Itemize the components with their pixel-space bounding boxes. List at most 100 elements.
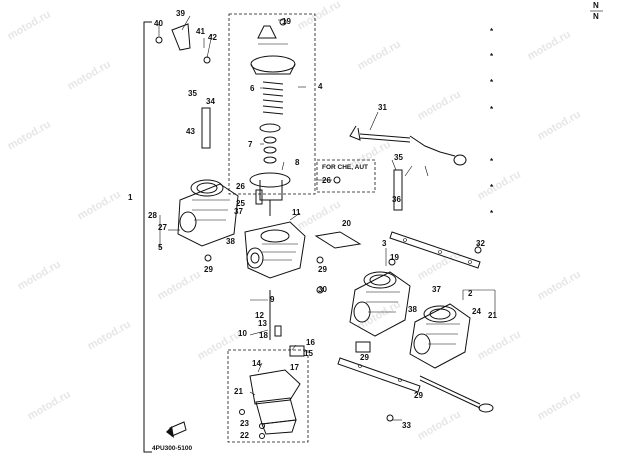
watermark-text: motod.ru [76, 188, 123, 222]
svg-text:*: * [490, 157, 494, 166]
watermark-text: motod.ru [536, 268, 583, 302]
part-label-25: 25 [236, 199, 245, 208]
part-label-20: 20 [342, 219, 351, 228]
watermark-text: motod.ru [356, 38, 403, 72]
watermark-text: motod.ru [26, 388, 73, 422]
part-label-43: 43 [186, 127, 195, 136]
part-label-32: 32 [476, 239, 485, 248]
part-label-34: 34 [206, 97, 215, 106]
part-label-1: 1 [128, 193, 133, 202]
front-arrow-icon [166, 421, 187, 438]
watermark-text: motod.ru [476, 328, 523, 362]
watermark-text: motod.ru [536, 108, 583, 142]
part-label-42: 42 [208, 33, 217, 42]
linkage-rod-31 [349, 125, 467, 166]
stay-plate-upper [389, 231, 481, 269]
part-label-8: 8 [295, 158, 300, 167]
part-label-37: 37 [234, 207, 243, 216]
part-label-21: 21 [234, 387, 243, 396]
part-label-31: 31 [378, 103, 387, 112]
part-label-24: 24 [472, 307, 481, 316]
part-label-36: 36 [392, 195, 401, 204]
fasteners [155, 18, 482, 439]
part-label-11: 11 [292, 208, 301, 217]
part-label-9: 9 [270, 295, 275, 304]
svg-text:*: * [490, 78, 494, 87]
svg-text:*: * [490, 105, 494, 114]
watermark-text: motod.ru [296, 198, 343, 232]
carburetor-body-left [177, 179, 239, 247]
part-label-29: 29 [204, 265, 213, 274]
part-label-29-3: 29 [360, 353, 369, 362]
part-label-29-2: 29 [318, 265, 327, 274]
part-label-7: 7 [248, 140, 253, 149]
part-label-10: 10 [238, 329, 247, 338]
watermark-text: motod.ru [526, 28, 573, 62]
part-label-26: 26 [236, 182, 245, 191]
part-label-21-2: 21 [488, 311, 497, 320]
corner-letter-2: N [593, 12, 599, 21]
part-label-18: 18 [259, 331, 268, 340]
part-label-16: 16 [306, 338, 315, 347]
watermark-text: motod.ru [296, 0, 343, 33]
part-label-41: 41 [196, 27, 205, 36]
watermark-text: motod.ru [66, 58, 113, 92]
watermark-text: motod.ru [16, 258, 63, 292]
part-label-40: 40 [154, 19, 163, 28]
throttle-cable [419, 375, 494, 413]
assembly-bracket-1 [143, 21, 152, 453]
part-label-28: 28 [148, 211, 157, 220]
part-label-22: 22 [240, 431, 249, 440]
svg-text:*: * [490, 27, 494, 36]
part-label-14: 14 [252, 359, 261, 368]
part-label-23: 23 [240, 419, 249, 428]
part-label-12: 12 [255, 311, 264, 320]
dashed-box-4 [228, 13, 316, 195]
svg-text:*: * [490, 209, 494, 218]
float-chamber [249, 369, 301, 435]
part-label-39: 39 [176, 9, 185, 18]
part-label-35: 35 [188, 89, 197, 98]
watermark-text: motod.ru [196, 328, 243, 362]
watermark-text: motod.ru [416, 88, 463, 122]
carburetor-body-right-a [349, 271, 411, 337]
leader-lines [158, 15, 496, 421]
part-label-5: 5 [158, 243, 163, 252]
part-label-37-2: 37 [432, 285, 441, 294]
part-label-13: 13 [258, 319, 267, 328]
part-label-38-2: 38 [408, 305, 417, 314]
diagram-code-label: 4PU300-5100 [152, 445, 192, 452]
svg-text:*: * [490, 52, 494, 61]
part-label-26-2: 26 [322, 176, 331, 185]
part-label-15: 15 [304, 349, 313, 358]
asterisk-column: * * * * * * * [490, 27, 494, 218]
che-aut-label: FOR CHE, AUT [322, 164, 368, 171]
part-label-30: 30 [318, 285, 327, 294]
watermark-text: motod.ru [6, 8, 53, 42]
watermark-text: motod.ru [416, 408, 463, 442]
part-label-17: 17 [290, 363, 299, 372]
part-label-6: 6 [250, 84, 255, 93]
part-label-3: 3 [382, 239, 387, 248]
part-label-19-2: 19 [390, 253, 399, 262]
watermark-text: motod.ru [156, 268, 203, 302]
diaphragm-cover [250, 25, 296, 75]
svg-text:*: * [490, 183, 494, 192]
watermark-text: motod.ru [86, 318, 133, 352]
part-label-19: 19 [282, 17, 291, 26]
part-label-29-4: 29 [414, 391, 423, 400]
carburetor-body-right-b [409, 303, 471, 369]
spring-6 [262, 81, 284, 115]
part-label-35-2: 35 [394, 153, 403, 162]
dashed-box-float-chamber [227, 349, 309, 443]
part-number-labels: 1234567891011121314151617181919202121222… [128, 9, 497, 440]
watermark-text: motod.ru [356, 298, 403, 332]
watermark-text: motod.ru [536, 388, 583, 422]
watermark-text: motod.ru [6, 118, 53, 152]
part-label-33: 33 [402, 421, 411, 430]
carburetor-body-center [244, 221, 306, 279]
part-label-38: 38 [226, 237, 235, 246]
watermark-text: motod.ru [476, 168, 523, 202]
